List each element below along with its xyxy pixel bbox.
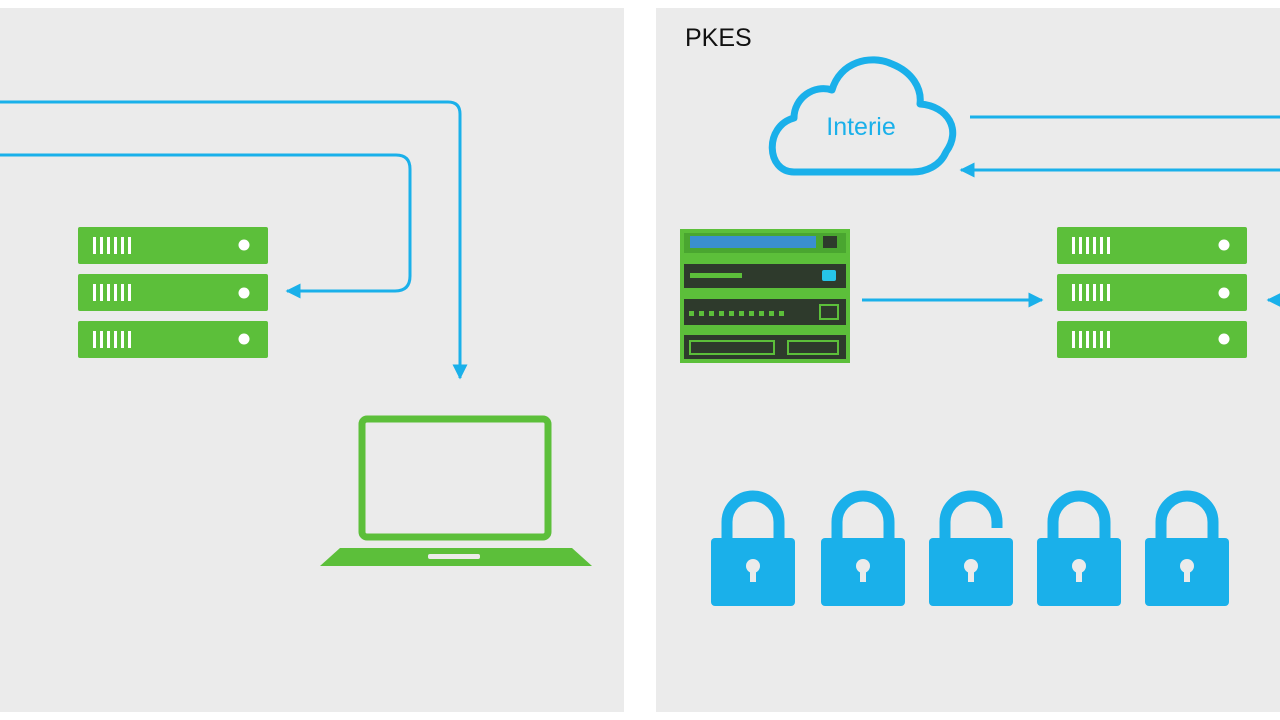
right-server-stack-icon <box>1057 227 1247 358</box>
network-rack-icon <box>680 229 850 363</box>
server-unit <box>1057 274 1247 311</box>
left-server-stack-icon <box>78 227 268 358</box>
server-unit <box>1057 321 1247 358</box>
padlock-icon <box>1037 490 1121 606</box>
server-unit <box>1057 227 1247 264</box>
panel-title: PKES <box>685 24 752 52</box>
padlock-open-icon <box>929 490 1013 606</box>
server-unit <box>78 227 268 264</box>
server-unit <box>78 321 268 358</box>
cloud-icon: Interie <box>768 56 957 176</box>
padlock-icon <box>821 490 905 606</box>
connector-to-left-servers <box>0 153 412 299</box>
cloud-label: Interie <box>826 113 895 141</box>
left-panel <box>0 8 624 712</box>
server-unit <box>78 274 268 311</box>
padlock-icon <box>1145 490 1229 606</box>
laptop-icon <box>320 415 592 566</box>
padlock-icon <box>711 490 795 606</box>
connector-to-laptop <box>0 100 468 380</box>
